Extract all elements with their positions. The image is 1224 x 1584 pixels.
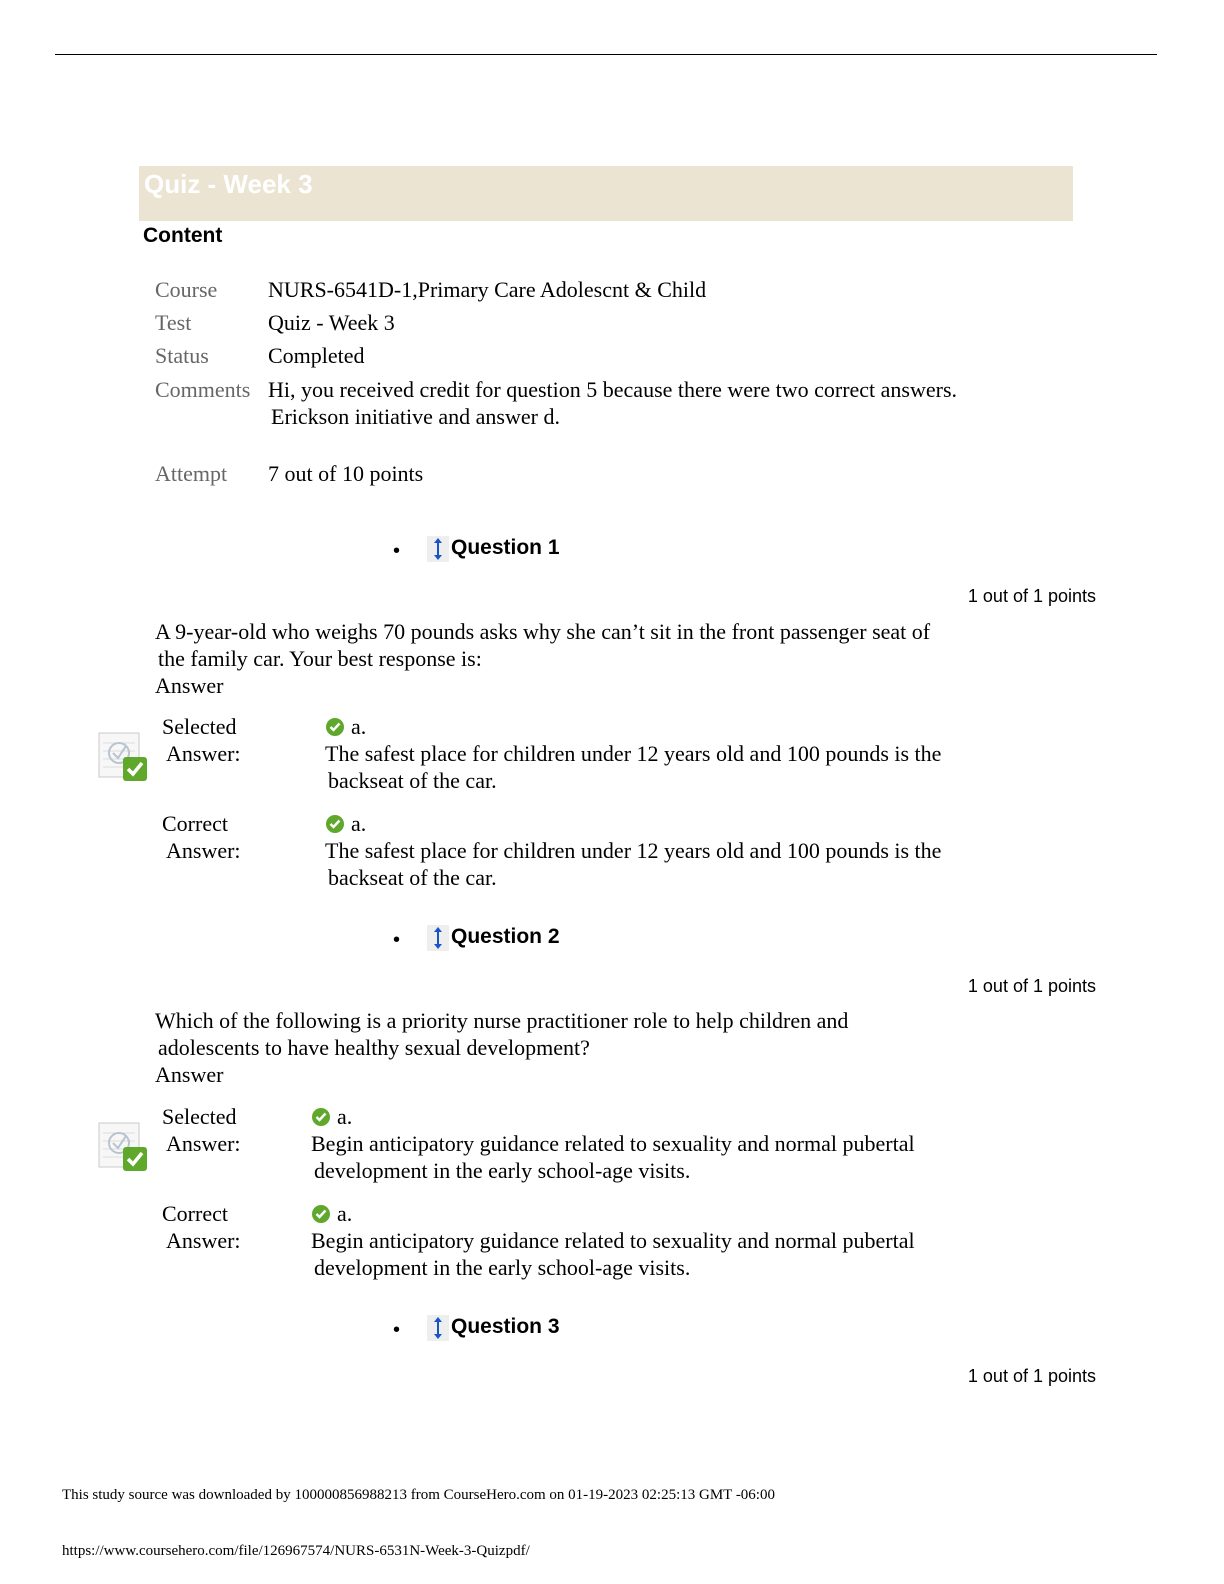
question-2-selected-answer: a. Begin anticipatory guidance related t… xyxy=(311,1103,1011,1184)
correct-answer-label: Correct Answer: xyxy=(162,1201,241,1253)
download-notice: This study source was downloaded by 1000… xyxy=(62,1487,775,1503)
answer-text-line-2: backseat of the car. xyxy=(328,865,497,890)
test-label: Test xyxy=(155,310,192,335)
correct-check-icon xyxy=(311,1106,331,1126)
answer-letter: a. xyxy=(337,1104,353,1129)
comments-value: Hi, you received credit for question 5 b… xyxy=(268,376,1028,430)
attempt-value: 7 out of 10 points xyxy=(268,461,424,486)
question-2-text: Which of the following is a priority nur… xyxy=(155,1007,1015,1088)
answer-text-line-1: The safest place for children under 12 y… xyxy=(325,838,942,863)
bullet: • xyxy=(393,929,401,951)
selected-answer-label: Selected Answer: xyxy=(162,714,241,766)
question-1-points: 1 out of 1 points xyxy=(967,586,1096,606)
correct-check-icon xyxy=(325,813,345,833)
comments-line-2: Erickson initiative and answer d. xyxy=(271,404,560,429)
reorder-arrows-icon[interactable] xyxy=(427,1315,449,1341)
answer-text-line-2: development in the early school-age visi… xyxy=(314,1255,691,1280)
answer-text-line-1: Begin anticipatory guidance related to s… xyxy=(311,1131,915,1156)
question-title: Question 2 xyxy=(451,925,560,948)
question-text-line-2: the family car. Your best response is: xyxy=(158,646,482,671)
question-title: Question 3 xyxy=(451,1315,560,1338)
question-title: Question 1 xyxy=(451,536,560,559)
quiz-title: Quiz - Week 3 xyxy=(144,169,313,199)
answer-letter: a. xyxy=(337,1201,353,1226)
source-url[interactable]: https://www.coursehero.com/file/12696757… xyxy=(62,1543,530,1559)
test-value: Quiz - Week 3 xyxy=(268,310,395,335)
question-2-correct-answer: a. Begin anticipatory guidance related t… xyxy=(311,1200,1011,1281)
question-2-points: 1 out of 1 points xyxy=(967,976,1096,996)
reorder-arrows-icon[interactable] xyxy=(427,925,449,951)
selected-answer-label: Selected Answer: xyxy=(162,1104,241,1156)
attempt-label: Attempt xyxy=(155,461,228,486)
comments-line-1: Hi, you received credit for question 5 b… xyxy=(268,377,958,402)
status-value: Completed xyxy=(268,343,365,368)
correct-check-icon xyxy=(325,716,345,736)
top-rule xyxy=(55,54,1157,55)
question-text-line-1: Which of the following is a priority nur… xyxy=(155,1008,849,1033)
answer-letter: a. xyxy=(351,811,367,836)
correct-check-icon xyxy=(311,1203,331,1223)
answer-text-line-1: The safest place for children under 12 y… xyxy=(325,741,942,766)
comments-label: Comments xyxy=(155,377,251,402)
question-text-line-2: adolescents to have healthy sexual devel… xyxy=(158,1035,590,1060)
status-label: Status xyxy=(155,343,209,368)
correct-grade-icon xyxy=(97,1121,151,1173)
quiz-banner: Quiz - Week 3 xyxy=(139,166,1073,221)
answer-text-line-1: Begin anticipatory guidance related to s… xyxy=(311,1228,915,1253)
question-1-correct-answer: a. The safest place for children under 1… xyxy=(325,810,1025,891)
question-1-text: A 9-year-old who weighs 70 pounds asks w… xyxy=(155,618,1015,699)
answer-label: Answer xyxy=(155,673,224,698)
reorder-arrows-icon[interactable] xyxy=(427,536,449,562)
correct-answer-label: Correct Answer: xyxy=(162,811,241,863)
question-text-line-1: A 9-year-old who weighs 70 pounds asks w… xyxy=(155,619,931,644)
course-label: Course xyxy=(155,277,218,302)
correct-grade-icon xyxy=(97,731,151,783)
answer-label: Answer xyxy=(155,1062,224,1087)
question-3-points: 1 out of 1 points xyxy=(967,1366,1096,1386)
course-value: NURS-6541D-1,Primary Care Adolescnt & Ch… xyxy=(268,277,707,302)
answer-text-line-2: development in the early school-age visi… xyxy=(314,1158,691,1183)
bullet: • xyxy=(393,1319,401,1341)
question-1-selected-answer: a. The safest place for children under 1… xyxy=(325,713,1025,794)
content-heading: Content xyxy=(143,224,223,247)
answer-text-line-2: backseat of the car. xyxy=(328,768,497,793)
bullet: • xyxy=(393,540,401,562)
answer-letter: a. xyxy=(351,714,367,739)
